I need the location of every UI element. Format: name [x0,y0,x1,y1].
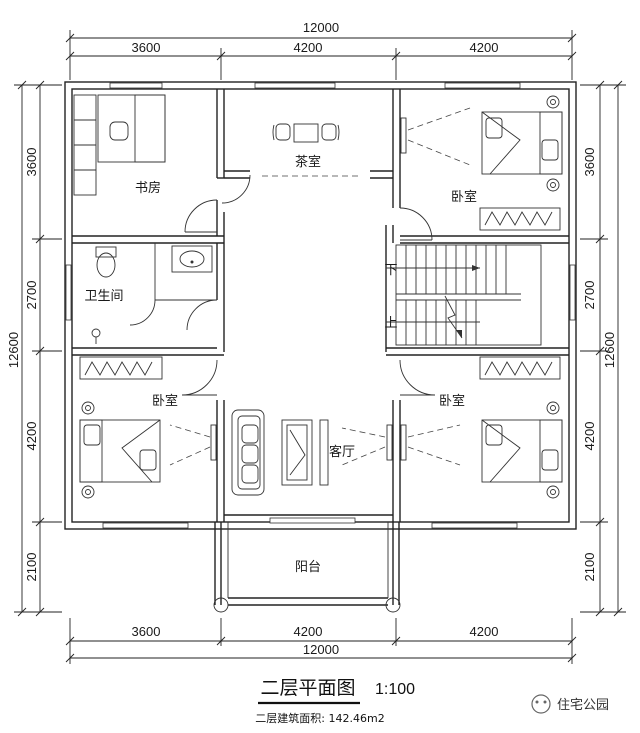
drawing-title: 二层平面图 [260,677,355,699]
right-dim-3: 4200 [582,422,597,451]
right-dim-2: 2700 [582,281,597,310]
tea-room-furniture [262,123,360,177]
balcony [213,522,401,613]
stair-label-down: 下 [384,263,397,278]
right-dim-1: 3600 [582,148,597,177]
se-bedroom-furniture [400,356,563,499]
brand-watermark: 住宅公园 [557,698,609,713]
interior-walls [72,89,569,524]
sw-bedroom-furniture [79,356,217,499]
bottom-dim-2: 4200 [294,624,323,639]
living-room-furniture [231,409,393,496]
left-dim-1: 3600 [24,148,39,177]
bottom-dimensions: 3600 4200 4200 12000 [65,618,577,664]
room-label-study: 书房 [135,180,161,196]
top-dimensions: 12000 3600 4200 4200 [65,20,577,80]
top-dim-2: 4200 [294,40,323,55]
right-dim-4: 2100 [582,553,597,582]
room-label-bedroom-se: 卧室 [439,393,465,409]
stairs [386,244,542,346]
room-label-bedroom-sw: 卧室 [152,393,178,409]
room-label-living-room: 客厅 [329,444,355,460]
drawing-title-block: 二层平面图 1:100 二层建筑面积: 142.46m2 [255,677,415,725]
ne-bedroom-furniture [400,95,563,231]
drawing-scale: 1:100 [375,681,415,698]
room-label-bedroom-ne: 卧室 [451,189,477,205]
left-dim-2: 2700 [24,281,39,310]
right-dimensions: 3600 2700 4200 2100 12600 [580,80,626,617]
outer-walls [64,81,577,530]
left-dimensions: 12600 3600 2700 4200 2100 [6,80,62,617]
left-dim-3: 4200 [24,422,39,451]
study-furniture [73,94,166,196]
wechat-icon [531,694,551,714]
bottom-dim-3: 4200 [470,624,499,639]
bottom-dim-1: 3600 [132,624,161,639]
door-swings [129,174,436,396]
bathroom-furniture [91,245,213,344]
top-total-dim: 12000 [303,20,339,35]
room-label-bathroom: 卫生间 [84,289,123,304]
floor-area-label: 二层建筑面积: 142.46m2 [255,711,384,725]
stair-label-up: 上 [384,316,397,331]
right-total-dim: 12600 [602,332,617,368]
top-dim-3: 4200 [470,40,499,55]
room-labels: 书房 茶室 卧室 卫生间 下 上 卧室 卧室 客厅 阳台 [84,154,477,575]
top-dim-1: 3600 [132,40,161,55]
room-label-balcony: 阳台 [295,560,321,575]
left-total-dim: 12600 [6,332,21,368]
bottom-total-dim: 12000 [303,642,339,657]
watermark: 住宅公园 [531,694,609,714]
left-dim-4: 2100 [24,553,39,582]
room-label-tea-room: 茶室 [295,154,321,170]
